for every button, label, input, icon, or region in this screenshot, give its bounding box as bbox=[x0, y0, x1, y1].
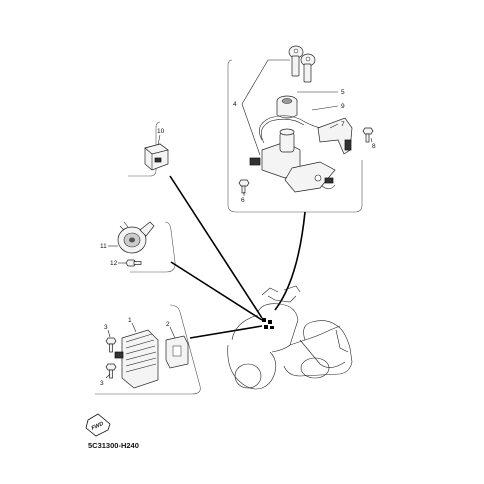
bracket-2-icon bbox=[165, 335, 189, 369]
callout-2: 2 bbox=[166, 321, 170, 328]
callout-4: 4 bbox=[233, 101, 237, 108]
scooter-outline-icon bbox=[227, 285, 353, 390]
seat-lock-bracket-icon bbox=[317, 117, 353, 155]
main-switch-body-icon bbox=[249, 128, 336, 193]
horn-icon bbox=[117, 221, 155, 254]
callout-10: 10 bbox=[157, 128, 165, 135]
group-frame-horn bbox=[130, 221, 176, 273]
callout-11: 11 bbox=[100, 243, 107, 250]
group-frame-relay bbox=[128, 121, 161, 177]
relay-icon bbox=[144, 143, 169, 171]
fwd-label: FWD bbox=[91, 421, 105, 432]
leader-line-horn bbox=[170, 261, 263, 321]
bolt-3-upper-icon bbox=[105, 337, 117, 353]
group-frame-rectifier bbox=[95, 304, 201, 395]
callout-9: 9 bbox=[341, 103, 345, 110]
bolt-8-icon bbox=[362, 127, 374, 143]
callout-5: 5 bbox=[341, 89, 345, 96]
bolt-6-icon bbox=[238, 179, 250, 194]
callout-7: 7 bbox=[341, 121, 345, 128]
callout-12: 12 bbox=[110, 260, 118, 267]
forward-arrow-icon: FWD bbox=[85, 413, 111, 437]
leader-line-relay bbox=[169, 175, 263, 319]
bolt-12-icon bbox=[125, 259, 142, 267]
leader-line-main-switch bbox=[274, 211, 306, 311]
rectifier-regulator-icon bbox=[114, 329, 159, 389]
key-pair-icon bbox=[288, 45, 316, 83]
diagram-code: 5C31300-H240 bbox=[88, 441, 139, 450]
callout-6: 6 bbox=[241, 197, 245, 204]
leader-line-rectifier bbox=[189, 325, 263, 339]
callout-8: 8 bbox=[372, 143, 376, 150]
group-frame-main-switch bbox=[227, 59, 363, 213]
callout-3-lower: 3 bbox=[100, 380, 104, 387]
callout-1: 1 bbox=[128, 317, 132, 324]
bolt-3-lower-icon bbox=[105, 363, 117, 379]
lock-cylinder-icon bbox=[276, 95, 298, 119]
callout-3-upper: 3 bbox=[104, 324, 108, 331]
